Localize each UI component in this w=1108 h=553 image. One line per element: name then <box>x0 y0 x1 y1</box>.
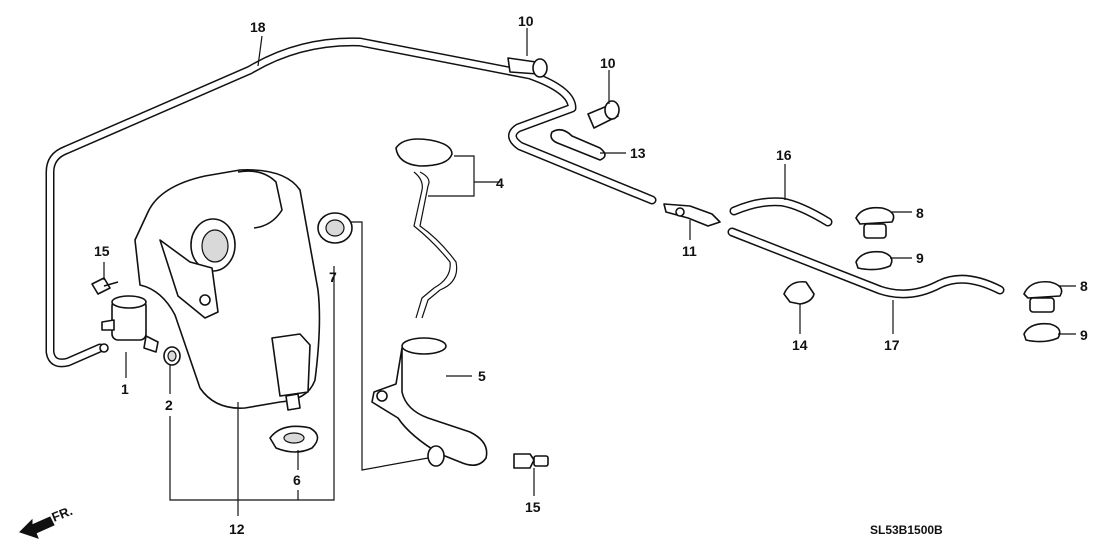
callout-9-upper: 9 <box>916 250 924 266</box>
filler-neck-pipe <box>371 337 488 467</box>
callout-18: 18 <box>250 19 266 35</box>
callout-10-lower: 10 <box>600 55 616 71</box>
callout-13: 13 <box>630 145 646 161</box>
filler-seal <box>317 212 353 244</box>
callout-5: 5 <box>478 368 486 384</box>
front-direction-label: FR. <box>50 503 75 525</box>
callout-17: 17 <box>884 337 900 353</box>
callout-10-upper: 10 <box>518 13 534 29</box>
callout-12: 12 <box>229 521 245 537</box>
callout-11: 11 <box>682 243 697 259</box>
callout-9-lower: 9 <box>1080 327 1088 343</box>
callout-15-lower: 15 <box>525 499 541 515</box>
nozzle-packing-lower <box>1023 322 1061 343</box>
hose-clip-13 <box>550 128 606 161</box>
check-valve-upper <box>507 57 548 78</box>
washer-nozzle-lower <box>1023 280 1063 313</box>
callout-14: 14 <box>792 337 808 353</box>
callout-6: 6 <box>293 472 301 488</box>
pump-grommet <box>163 346 181 366</box>
hose-clip-14 <box>783 280 815 305</box>
nozzle-packing-upper <box>855 250 893 271</box>
callout-8-upper: 8 <box>916 205 924 221</box>
mounting-bolt-lower <box>513 453 549 469</box>
callout-16: 16 <box>776 147 792 163</box>
tank-cushion <box>269 425 319 453</box>
callout-1: 1 <box>121 381 129 397</box>
check-valve-lower <box>587 100 620 129</box>
hose-joint <box>663 203 721 227</box>
leader-lines <box>103 28 1076 516</box>
callout-2: 2 <box>165 397 173 413</box>
washer-hose-17 <box>727 227 1005 299</box>
washer-hose-18 <box>45 37 657 368</box>
filler-cap-with-strap <box>395 138 458 319</box>
washer-hose-16 <box>729 197 833 227</box>
mounting-bolt-upper <box>91 277 119 295</box>
callout-8-lower: 8 <box>1080 278 1088 294</box>
front-direction-arrow-icon <box>19 516 55 539</box>
callout-7: 7 <box>329 269 337 285</box>
diagram-code: SL53B1500B <box>870 523 943 537</box>
callout-4: 4 <box>496 175 504 191</box>
washer-reservoir-tank <box>134 169 321 411</box>
washer-nozzle-upper <box>855 206 895 239</box>
washer-pump-motor <box>99 295 159 353</box>
callout-15-upper: 15 <box>94 243 110 259</box>
